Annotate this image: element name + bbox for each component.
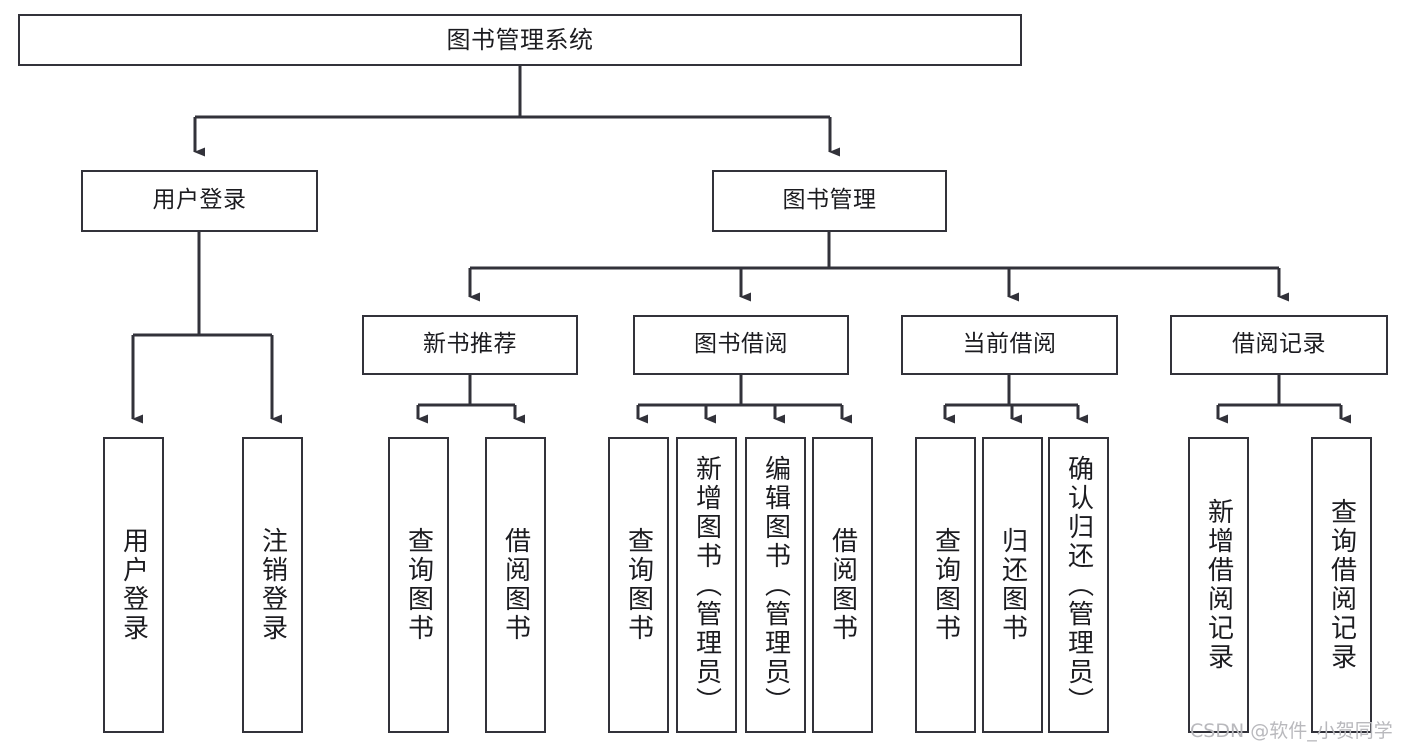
leaf-return-book[interactable]: 归还图书: [982, 437, 1043, 733]
leaf-query-book-current[interactable]: 查询图书: [915, 437, 976, 733]
leaf-label: 查询借阅记录: [1326, 498, 1357, 672]
leaf-edit-book-admin[interactable]: 编辑图书（管理员）: [745, 437, 806, 733]
leaf-logout[interactable]: 注销登录: [242, 437, 303, 733]
leaf-label: 用户登录: [118, 527, 149, 643]
node-book-management-label: 图书管理: [782, 187, 877, 214]
node-borrow-record-label: 借阅记录: [1232, 331, 1326, 358]
node-borrow-record[interactable]: 借阅记录: [1170, 315, 1388, 375]
leaf-label: 查询图书: [403, 527, 434, 643]
leaf-query-book-newbook[interactable]: 查询图书: [388, 437, 449, 733]
leaf-label: 借阅图书: [827, 527, 858, 643]
leaf-label: 新增图书（管理员）: [691, 454, 722, 716]
leaf-add-borrow-record[interactable]: 新增借阅记录: [1188, 437, 1249, 733]
leaf-confirm-return-admin[interactable]: 确认归还（管理员）: [1048, 437, 1109, 733]
leaf-add-book-admin[interactable]: 新增图书（管理员）: [676, 437, 737, 733]
leaf-label: 编辑图书（管理员）: [760, 454, 791, 716]
node-book-borrow-label: 图书借阅: [694, 331, 788, 358]
node-book-management[interactable]: 图书管理: [712, 170, 947, 232]
leaf-borrow-book-newbook[interactable]: 借阅图书: [485, 437, 546, 733]
node-root-label: 图书管理系统: [446, 25, 594, 54]
node-user-login[interactable]: 用户登录: [81, 170, 318, 232]
node-book-borrow[interactable]: 图书借阅: [633, 315, 849, 375]
node-current-borrow[interactable]: 当前借阅: [901, 315, 1118, 375]
leaf-label: 查询图书: [930, 527, 961, 643]
leaf-label: 借阅图书: [500, 527, 531, 643]
leaf-label: 新增借阅记录: [1203, 498, 1234, 672]
node-user-login-label: 用户登录: [152, 187, 247, 214]
node-new-book-recommend[interactable]: 新书推荐: [362, 315, 578, 375]
node-new-book-recommend-label: 新书推荐: [423, 331, 517, 358]
leaf-label: 注销登录: [257, 527, 288, 643]
leaf-label: 确认归还（管理员）: [1063, 454, 1094, 716]
leaf-borrow-book[interactable]: 借阅图书: [812, 437, 873, 733]
leaf-label: 归还图书: [997, 527, 1028, 643]
leaf-user-login[interactable]: 用户登录: [103, 437, 164, 733]
csdn-watermark: CSDN @软件_小贺同学: [1190, 720, 1393, 742]
leaf-query-borrow-record[interactable]: 查询借阅记录: [1311, 437, 1372, 733]
node-current-borrow-label: 当前借阅: [962, 331, 1057, 358]
leaf-label: 查询图书: [623, 527, 654, 643]
leaf-query-book-borrow[interactable]: 查询图书: [608, 437, 669, 733]
node-root[interactable]: 图书管理系统: [18, 14, 1022, 66]
